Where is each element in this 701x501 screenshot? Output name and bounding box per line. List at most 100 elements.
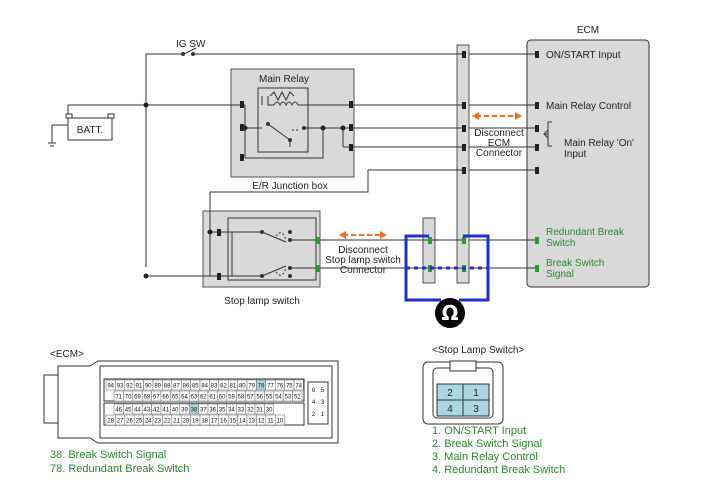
ecm-side-cell-6: 6 xyxy=(312,388,316,394)
ecm-cell-label-62: 62 xyxy=(200,395,207,401)
ig-sw-label: IG SW xyxy=(176,39,206,50)
ecm-pin-main-relay-on-2: Input xyxy=(564,149,586,160)
stop-lamp-inner-box xyxy=(227,217,317,281)
disconnect-stop-line2: Stop lamp switch xyxy=(325,255,401,266)
main-relay-box xyxy=(257,87,309,153)
disconnect-ecm-line2: ECM xyxy=(488,138,510,149)
stop-legend-3: 3. Main Relay Control xyxy=(432,451,538,463)
ecm-cell-label-36: 36 xyxy=(209,408,216,414)
ohm-symbol: Ω xyxy=(441,301,458,325)
ecm-cell-label-64: 64 xyxy=(181,395,188,401)
ecm-connector-body xyxy=(43,360,339,444)
ecm-cell-label-94: 94 xyxy=(107,384,114,390)
ecm-cell-label-30: 30 xyxy=(266,408,273,414)
ecm-side-cell-4: 4 xyxy=(312,400,316,406)
ecm-cell-label-83: 83 xyxy=(211,384,218,390)
ecm-cell-label-25: 25 xyxy=(136,419,143,425)
disconnect-ecm-line3: Connector xyxy=(476,148,523,159)
ecm-cell-label-71: 71 xyxy=(115,395,122,401)
stop-legend-1: 1. ON/START Input xyxy=(432,425,526,437)
ecm-cell-label-32: 32 xyxy=(247,408,254,414)
ecm-cell-label-33: 33 xyxy=(238,408,245,414)
relay-coil-icon xyxy=(266,90,306,142)
stop-pin-4: 4 xyxy=(447,404,453,415)
stop-lamp-switch-contacts-icon xyxy=(260,230,292,278)
ig-switch-icon xyxy=(181,47,197,56)
stop-lamp-switch-label: Stop lamp switch xyxy=(224,296,300,307)
ecm-cell-label-91: 91 xyxy=(136,384,143,390)
stop-connector-title: <Stop Lamp Switch> xyxy=(432,345,524,356)
ecm-cell-label-89: 89 xyxy=(154,384,161,390)
ecm-cell-30 xyxy=(264,403,275,415)
stop-connector-strip xyxy=(422,217,436,284)
ecm-cell-label-22: 22 xyxy=(164,419,171,425)
ecm-cell-label-92: 92 xyxy=(126,384,133,390)
disconnect-stop-arrow-icon xyxy=(339,231,387,239)
ecm-cell-label-45: 45 xyxy=(125,408,132,414)
ecm-pin-redundant-1: Redundant Break xyxy=(546,227,625,238)
ecm-cell-label-40: 40 xyxy=(172,408,179,414)
ecm-cell-label-93: 93 xyxy=(117,384,124,390)
ecm-cell-label-81: 81 xyxy=(230,384,237,390)
ecm-cell-label-57: 57 xyxy=(247,395,254,401)
ecm-cell-label-44: 44 xyxy=(134,408,141,414)
ohm-meter-loop xyxy=(404,234,490,328)
ecm-cell-label-35: 35 xyxy=(219,408,226,414)
ecm-cell-label-41: 41 xyxy=(162,408,169,414)
ecm-cell-label-27: 27 xyxy=(117,419,124,425)
ecm-cell-label-15: 15 xyxy=(230,419,237,425)
ecm-cell-label-17: 17 xyxy=(211,419,218,425)
ecm-cell-label-55: 55 xyxy=(266,395,273,401)
ecm-side-cell-2: 2 xyxy=(312,412,316,418)
ecm-cell-label-26: 26 xyxy=(126,419,133,425)
ecm-cell-label-31: 31 xyxy=(256,408,263,414)
disconnect-ecm-arrow-icon xyxy=(472,112,522,120)
ecm-cell-label-23: 23 xyxy=(154,419,161,425)
ecm-cell-label-21: 21 xyxy=(173,419,180,425)
disconnect-ecm-line1: Disconnect xyxy=(474,128,524,139)
ecm-cell-label-79: 79 xyxy=(248,384,255,390)
ecm-cell-label-43: 43 xyxy=(144,408,151,414)
ecm-connector-strip xyxy=(456,44,470,284)
ecm-cell-label-13: 13 xyxy=(248,419,255,425)
ecm-pin-on-start: ON/START Input xyxy=(546,50,621,61)
ecm-pin-break-switch-2: Signal xyxy=(546,269,574,280)
ecm-cell-label-75: 75 xyxy=(286,384,293,390)
ecm-cell-label-87: 87 xyxy=(173,384,180,390)
ecm-cell-label-69: 69 xyxy=(134,395,141,401)
ecm-cell-label-53: 53 xyxy=(285,395,292,401)
stop-pin-2: 2 xyxy=(447,388,453,399)
ecm-cell-label-90: 90 xyxy=(145,384,152,390)
ecm-cell-label-82: 82 xyxy=(220,384,227,390)
ecm-cell-label-46: 46 xyxy=(115,408,122,414)
ecm-cell-label-37: 37 xyxy=(200,408,207,414)
ecm-connector-title: <ECM> xyxy=(50,349,84,360)
ecm-cell-label-67: 67 xyxy=(153,395,160,401)
ecm-pin-break-switch-1: Break Switch xyxy=(546,258,604,269)
ecm-cell-label-60: 60 xyxy=(219,395,226,401)
battery-icon xyxy=(52,113,115,141)
ecm-side-cell-1: 1 xyxy=(321,412,325,418)
ecm-cell-label-42: 42 xyxy=(153,408,160,414)
ecm-box xyxy=(526,39,650,288)
ecm-cell-label-28: 28 xyxy=(107,419,114,425)
ecm-cell-label-63: 63 xyxy=(191,395,198,401)
ecm-pin-main-relay-on-1: Main Relay 'On' xyxy=(564,138,634,149)
main-relay-label: Main Relay xyxy=(259,74,309,85)
ecm-cell-label-11: 11 xyxy=(267,419,274,425)
ecm-legend-78: 78. Redundant Break Switch xyxy=(50,463,189,475)
ecm-cell-label-58: 58 xyxy=(238,395,245,401)
ecm-cell-label-61: 61 xyxy=(209,395,216,401)
ecm-cell-label-66: 66 xyxy=(162,395,169,401)
ecm-side-cell-5: 5 xyxy=(321,388,325,394)
ecm-cell-label-52: 52 xyxy=(294,395,301,401)
ecm-cell-10 xyxy=(274,414,285,426)
ecm-cell-label-24: 24 xyxy=(145,419,152,425)
batt-label: BATT. xyxy=(77,125,103,136)
ecm-cell-label-86: 86 xyxy=(183,384,190,390)
ecm-cell-label-78: 78 xyxy=(258,384,265,390)
ecm-cell-label-34: 34 xyxy=(228,408,235,414)
stop-pin-1: 1 xyxy=(473,388,479,399)
junction-box-label: E/R Junction box xyxy=(252,181,328,192)
